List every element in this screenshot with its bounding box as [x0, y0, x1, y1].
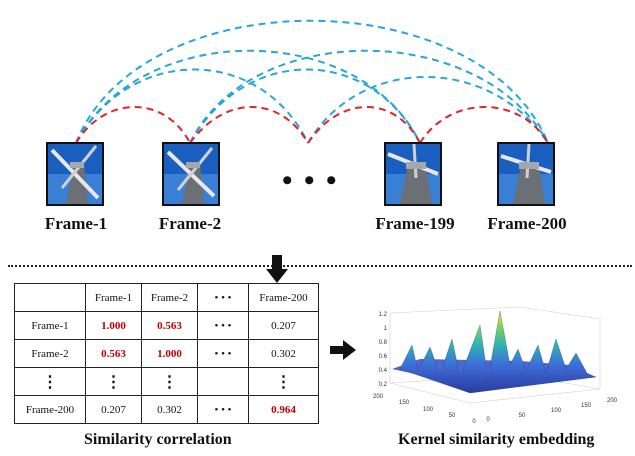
- table-row: Frame-1 1.000 0.563 • • • 0.207: [14, 311, 319, 340]
- table-cell: 0.302: [141, 395, 198, 424]
- table-cell: 0.563: [85, 339, 142, 368]
- table-header-cell: Frame-2: [141, 283, 198, 312]
- table-header-cell: Frame-1: [85, 283, 142, 312]
- blue-arc: [75, 19, 549, 144]
- y-tick-label: 50: [449, 413, 456, 419]
- table-row: Frame-2 0.563 1.000 • • • 0.302: [14, 339, 319, 368]
- frame-label-200: Frame-200: [487, 214, 567, 233]
- frame-connection-arcs: [75, 19, 549, 144]
- table-header-cell: • • •: [197, 283, 249, 312]
- table-row-label: Frame-200: [14, 395, 86, 424]
- table-cell: [197, 367, 249, 396]
- table-cell: 0.207: [248, 311, 319, 340]
- table-cell: [14, 283, 86, 312]
- red-arc: [419, 106, 549, 144]
- table-cell: 1.000: [85, 311, 142, 340]
- frame-thumbnail-200: [497, 142, 555, 206]
- table-row-label: Frame-2: [14, 339, 86, 368]
- z-tick-label: 0.8: [379, 340, 388, 346]
- blue-arc: [189, 49, 549, 144]
- right-arrow-icon: [330, 340, 356, 360]
- section-divider: [8, 265, 632, 267]
- blue-arc: [75, 49, 421, 144]
- frame-label-2: Frame-2: [158, 214, 222, 233]
- table-cell: ⋮: [14, 367, 86, 396]
- red-arc: [189, 106, 309, 144]
- table-cell: • • •: [197, 311, 249, 340]
- table-cell: 0.207: [85, 395, 142, 424]
- table-cell: 0.964: [248, 395, 319, 424]
- y-tick-label: 100: [423, 407, 434, 413]
- x-tick-label: 0: [486, 417, 490, 423]
- blue-arc: [307, 76, 549, 144]
- caption-similarity-correlation: Similarity correlation: [84, 431, 232, 448]
- caption-kernel-similarity-embedding: Kernel similarity embedding: [398, 431, 595, 448]
- blue-arc: [189, 68, 421, 144]
- y-tick-label: 200: [373, 394, 384, 400]
- table-cell: ⋮: [85, 367, 142, 396]
- frame-thumbnail-1: [46, 142, 104, 206]
- x-tick-label: 100: [551, 408, 562, 414]
- blue-arc: [75, 68, 309, 144]
- y-tick-label: 150: [399, 400, 410, 406]
- kernel-surface-plot: 1.2 1 0.8 0.6 0.4 0.2 200 150 100 50 0 0…: [373, 306, 618, 425]
- x-tick-label: 200: [607, 398, 618, 404]
- table-cell: 0.302: [248, 339, 319, 368]
- frame-thumbnail-199: [384, 142, 442, 206]
- table-cell: ⋮: [248, 367, 319, 396]
- z-tick-label: 0.2: [379, 382, 388, 388]
- z-tick-label: 0.4: [379, 368, 388, 374]
- surface-peaks: [399, 310, 597, 394]
- red-arc: [307, 106, 421, 144]
- table-row: Frame-200 0.207 0.302 • • • 0.964: [14, 395, 319, 424]
- red-arc: [75, 106, 191, 144]
- table-header-cell: Frame-200: [248, 283, 319, 312]
- x-tick-label: 50: [519, 413, 526, 419]
- table-cell: • • •: [197, 339, 249, 368]
- frame-label-199: Frame-199: [375, 214, 455, 233]
- table-cell: 1.000: [141, 339, 198, 368]
- table-row-label: Frame-1: [14, 311, 86, 340]
- table-row: ⋮ ⋮ ⋮ ⋮: [14, 367, 319, 396]
- x-tick-label: 150: [581, 403, 592, 409]
- z-tick-label: 1: [384, 326, 388, 332]
- table-cell: 0.563: [141, 311, 198, 340]
- frame-thumbnail-2: [162, 142, 220, 206]
- table-cell: • • •: [197, 395, 249, 424]
- frames-ellipsis: • • •: [282, 164, 339, 197]
- table-header-row: Frame-1 Frame-2 • • • Frame-200: [14, 283, 319, 312]
- frame-label-1: Frame-1: [44, 214, 108, 233]
- down-arrow-icon: [266, 255, 288, 283]
- z-tick-label: 0.6: [379, 354, 388, 360]
- y-tick-label: 0: [472, 419, 476, 425]
- table-cell: ⋮: [141, 367, 198, 396]
- similarity-table: Frame-1 Frame-2 • • • Frame-200 Frame-1 …: [14, 283, 319, 424]
- z-tick-label: 1.2: [379, 312, 388, 318]
